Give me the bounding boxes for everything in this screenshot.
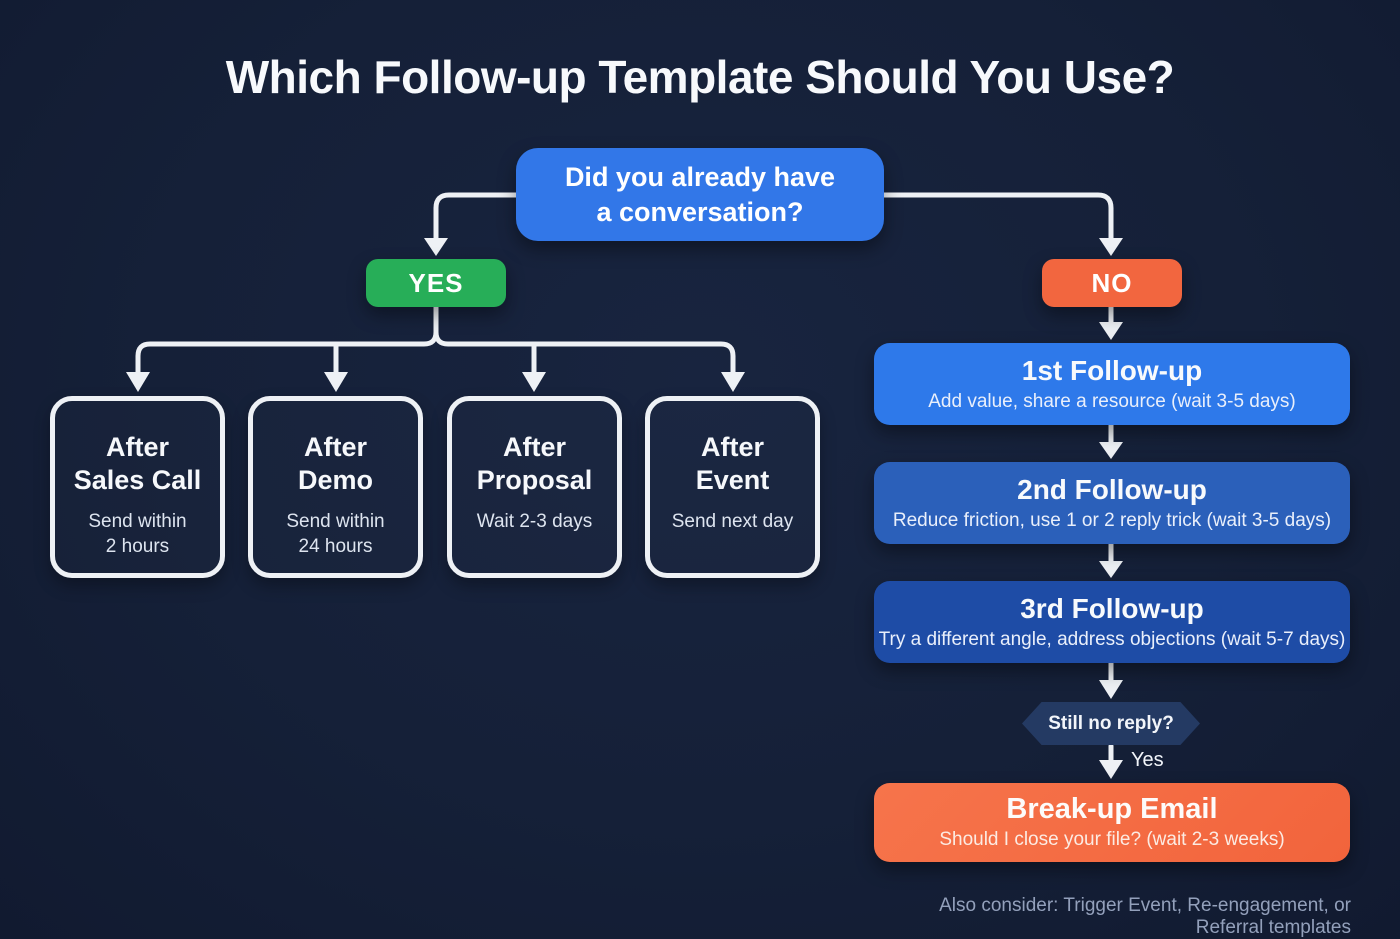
node-decision-still-no-reply: Still no reply? [1022,702,1200,745]
branch-title: After Proposal [476,432,593,495]
node-first-followup: 1st Follow-up Add value, share a resourc… [874,343,1350,425]
followup-subtitle: Reduce friction, use 1 or 2 reply trick … [892,509,1332,531]
followup-title: 2nd Follow-up [1017,474,1207,506]
breakup-subtitle: Should I close your file? (wait 2-3 week… [939,829,1285,851]
footnote: Also consider: Trigger Event, Re-engagem… [939,895,1351,938]
node-after-sales-call: After Sales Call Send within 2 hours [50,396,225,578]
node-breakup-email: Break-up Email Should I close your file?… [874,783,1350,862]
followup-title: 1st Follow-up [1021,355,1203,387]
followup-subtitle: Try a different angle, address objection… [878,628,1346,650]
branch-title: After Demo [297,432,373,495]
node-after-proposal: After Proposal Wait 2-3 days [447,396,622,578]
decision-yes-branch-label: Yes [1131,749,1164,771]
branch-subtitle: Wait 2-3 days [476,510,593,532]
branch-subtitle: Send next day [671,510,794,532]
no-badge: NO [1042,259,1182,307]
branch-title: After Event [695,432,770,495]
node-root-question: Did you already have a conversation? [516,148,884,241]
node-third-followup: 3rd Follow-up Try a different angle, add… [874,581,1350,663]
yes-badge: YES [366,259,506,307]
branch-title: After Sales Call [73,432,202,495]
node-after-event: After Event Send next day [645,396,820,578]
root-question-line1: Did you already have [564,162,836,193]
node-after-demo: After Demo Send within 24 hours [248,396,423,578]
followup-subtitle: Add value, share a resource (wait 3-5 da… [928,390,1296,412]
node-second-followup: 2nd Follow-up Reduce friction, use 1 or … [874,462,1350,544]
root-question-line2: a conversation? [596,196,804,227]
page-title: Which Follow-up Template Should You Use? [225,51,1175,103]
followup-title: 3rd Follow-up [1020,593,1204,625]
breakup-title: Break-up Email [1006,792,1218,825]
branch-subtitle: Send within 24 hours [286,510,385,557]
branch-subtitle: Send within 2 hours [88,510,187,557]
arrowheads [126,238,1123,779]
